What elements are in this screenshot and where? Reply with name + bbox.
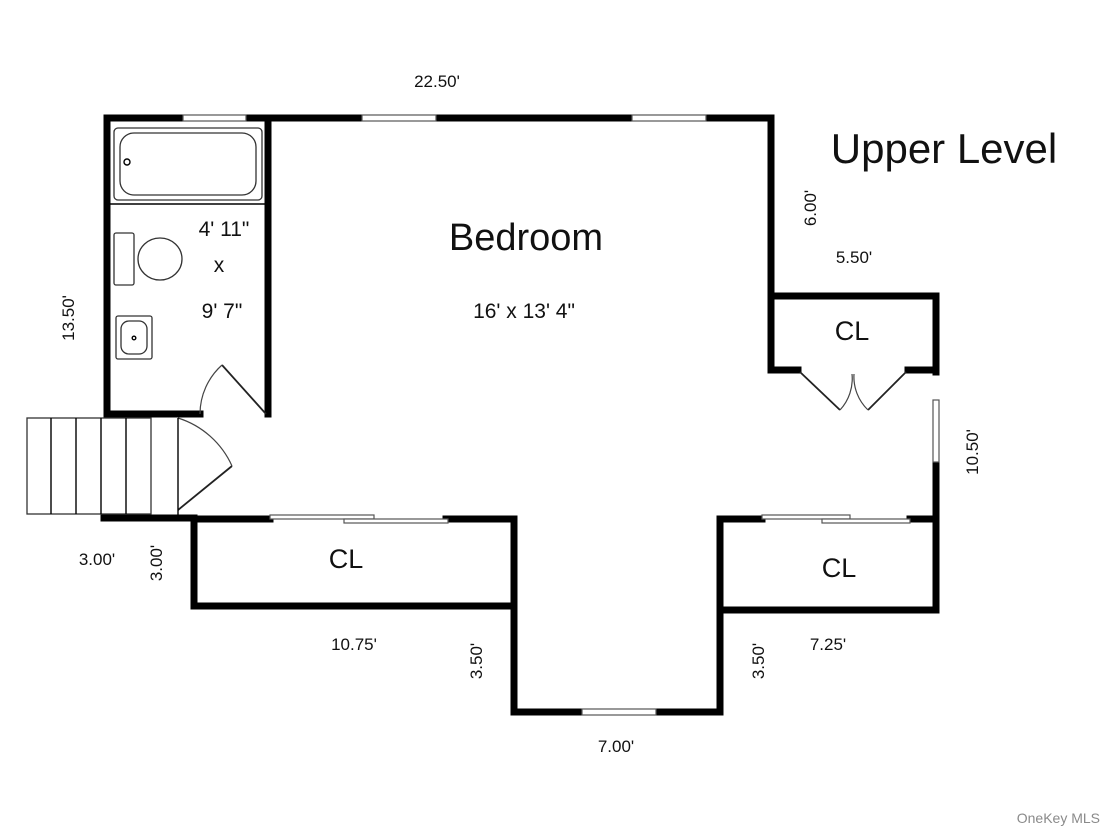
bath-length: 9' 7" [202,300,243,323]
dimension-labels: 22.50' 13.50' 6.00' 5.50' 10.50' 3.00' 3… [59,72,982,756]
window-right [932,399,940,463]
closet-label-right-top: CL [835,316,870,346]
sliding-doors [269,514,911,524]
window-bottom [581,708,657,716]
dim-stair-width: 3.00' [79,550,115,569]
level-title: Upper Level [831,125,1057,172]
dim-bump-bottom: 7.00' [598,737,634,756]
dim-left: 13.50' [59,295,78,341]
interior-walls [103,118,940,614]
bath-fixtures [110,127,266,360]
bath-width: 4' 11" [199,218,250,241]
swing-doors [177,364,907,518]
windows [182,114,940,716]
window-top-left [361,114,437,122]
sliding-door-left-closet-2 [343,518,449,524]
closet-label-left-bottom: CL [329,544,364,574]
bedroom-label: Bedroom [449,217,603,259]
dim-bump-right: 3.50' [749,643,768,679]
closet-door-right-leaf [867,371,907,411]
bath-door [221,364,267,415]
bedroom-size: 16' x 13' 4" [473,300,575,323]
stairs [26,417,152,515]
bath-x: x [214,254,225,277]
watermark: OneKey MLS [1017,810,1100,826]
stair-door [177,465,233,511]
sliding-door-right-closet-1 [761,514,851,520]
dim-right-lower: 10.50' [963,429,982,475]
toilet-tank [113,232,135,286]
dim-bottom-left: 10.75' [331,635,377,654]
closet-label-right-bottom: CL [822,553,857,583]
room-labels: Bedroom 16' x 13' 4" 4' 11" x 9' 7" CL C… [199,125,1058,583]
dim-bump-left: 3.50' [467,643,486,679]
closet-door-left-leaf [799,371,841,411]
tub-drain-icon [123,158,131,166]
sliding-door-right-closet-2 [821,518,911,524]
dim-right-upper: 6.00' [801,190,820,226]
dim-right-step: 5.50' [836,248,872,267]
sliding-door-left-closet-1 [269,514,375,520]
dim-top: 22.50' [414,72,460,91]
window-bath [182,114,247,122]
toilet-bowl [137,237,183,281]
dim-bottom-right: 7.25' [810,635,846,654]
window-top-right [631,114,707,122]
dim-stair-depth: 3.00' [147,545,166,581]
